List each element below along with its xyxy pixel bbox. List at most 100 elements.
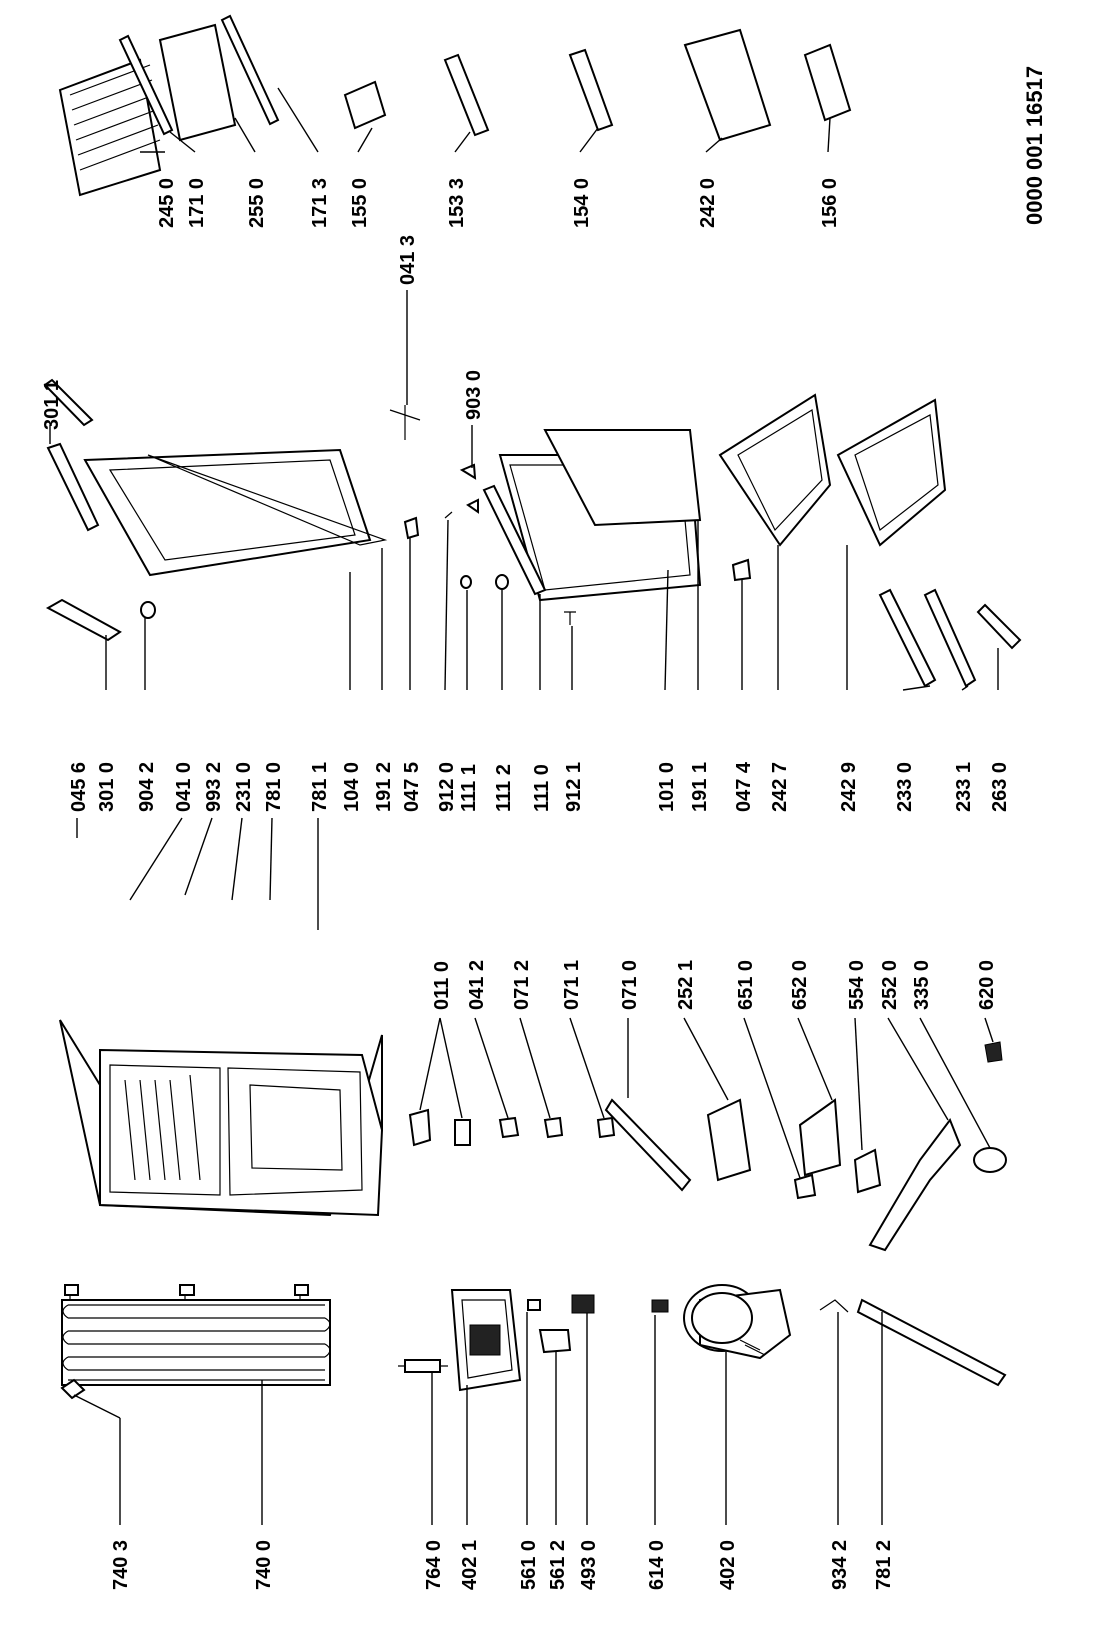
hinge-cover-drawing — [498, 1116, 520, 1139]
relay-housing-drawing — [450, 1289, 522, 1392]
part-label: 493 0 — [578, 1540, 600, 1590]
part-label: 101 0 — [656, 762, 678, 812]
part-label: 231 0 — [233, 762, 255, 812]
freezer-hinge-drawing — [731, 558, 752, 582]
part-label: 071 1 — [561, 960, 583, 1010]
pipe-clip-drawing — [819, 1299, 849, 1313]
part-label: 104 0 — [341, 762, 363, 812]
wire-shelf-drawing — [58, 58, 162, 197]
connector-drawing — [571, 1294, 595, 1314]
part-label: 740 0 — [253, 1540, 275, 1590]
part-label: 561 0 — [518, 1540, 540, 1590]
part-label: 263 0 — [989, 762, 1011, 812]
part-label: 111 1 — [458, 764, 480, 812]
screw-cap-drawing — [140, 601, 156, 619]
part-label: 252 1 — [675, 960, 697, 1010]
foot-drawing — [596, 1116, 616, 1139]
fridge-door-drawing — [498, 429, 702, 602]
thermostat-drawing — [853, 1148, 882, 1194]
part-label: 153 3 — [446, 178, 468, 228]
door-hinge-drawing — [403, 516, 420, 540]
switch-drawing — [984, 1041, 1003, 1063]
part-label: 335 0 — [911, 960, 933, 1010]
lamp-bracket-drawing — [459, 463, 477, 480]
ice-tray-drawing — [803, 43, 852, 122]
control-panel-drawing — [868, 1117, 962, 1252]
part-label: 781 2 — [873, 1540, 895, 1590]
door-trim-drawing — [482, 484, 547, 596]
part-label: 041 3 — [397, 235, 419, 285]
part-label: 233 0 — [894, 762, 916, 812]
part-label: 041 2 — [466, 960, 488, 1010]
part-label: 651 0 — [735, 960, 757, 1010]
part-label: 071 2 — [511, 960, 533, 1010]
guide-drawing — [976, 603, 1022, 650]
glass-shelf-drawing — [158, 23, 237, 142]
part-label: 242 0 — [697, 178, 719, 228]
part-label: 561 2 — [547, 1540, 569, 1590]
door-strip-upper-drawing — [46, 442, 100, 532]
part-label: 245 0 — [156, 178, 178, 228]
part-label: 041 0 — [173, 762, 195, 812]
part-label: 233 1 — [953, 762, 975, 812]
cable-clip-drawing — [527, 1299, 541, 1311]
freezer-drawer-drawing — [836, 398, 947, 547]
lamp-drawing — [793, 1173, 817, 1200]
door-seal-strip-drawing — [43, 378, 94, 427]
part-label: 111 0 — [531, 764, 553, 812]
part-label: 255 0 — [246, 178, 268, 228]
part-label: 154 0 — [571, 178, 593, 228]
door-bin-large-drawing — [683, 28, 772, 142]
shelf-trim-drawing — [118, 34, 174, 136]
part-label: 252 0 — [879, 960, 901, 1010]
control-board-drawing — [798, 1098, 842, 1177]
dryer-filter-drawing — [398, 1359, 448, 1373]
part-label: 993 2 — [203, 762, 225, 812]
part-label: 402 0 — [717, 1540, 739, 1590]
lamp-cover-drawing — [706, 1098, 752, 1182]
leg-drawing — [543, 1116, 564, 1139]
condenser-coil-drawing — [61, 1284, 331, 1386]
door-bin-bottle-drawing — [568, 48, 614, 132]
drawer-rail-right-drawing — [923, 588, 977, 688]
part-label: 156 0 — [819, 178, 841, 228]
part-label: 191 1 — [689, 762, 711, 812]
hinge-drawing — [408, 1108, 432, 1147]
part-label: 934 2 — [829, 1540, 851, 1590]
part-label: 111 2 — [493, 764, 515, 812]
bracket-upper-drawing — [466, 498, 479, 514]
part-label: 912 0 — [436, 762, 458, 812]
plug-drawing — [495, 574, 509, 590]
part-label: 242 9 — [838, 762, 860, 812]
door-bin-small-drawing — [443, 53, 490, 137]
part-label: 781 0 — [263, 762, 285, 812]
freezer-door-drawing — [83, 448, 388, 577]
egg-tray-drawing — [343, 80, 387, 130]
part-label: 191 2 — [373, 762, 395, 812]
kickplate-drawing — [604, 1098, 692, 1192]
part-label: 781 1 — [309, 762, 331, 812]
crisper-drawer-drawing — [718, 393, 832, 547]
part-label: 554 0 — [846, 960, 868, 1010]
pin-drawing — [564, 611, 576, 625]
part-label: 155 0 — [349, 178, 371, 228]
part-label: 620 0 — [976, 960, 998, 1010]
grommet-drawing — [651, 1299, 669, 1313]
door-strip-drawing — [45, 598, 122, 642]
drawer-rail-left-drawing — [878, 588, 937, 688]
screw-drawing — [444, 511, 453, 519]
small-plug-drawing — [460, 575, 472, 589]
part-label: 047 5 — [401, 762, 423, 812]
part-label: 242 7 — [769, 762, 791, 812]
terminal-block-drawing — [538, 1329, 572, 1354]
part-label: 045 6 — [68, 762, 90, 812]
base-rail-drawing — [856, 1298, 1007, 1387]
part-label: 912 1 — [563, 762, 585, 812]
document-number: 0000 001 16517 — [1022, 66, 1047, 225]
part-label: 903 0 — [463, 370, 485, 420]
part-label: 652 0 — [789, 960, 811, 1010]
compressor-drawing — [683, 1284, 792, 1360]
part-label: 071 0 — [619, 960, 641, 1010]
part-label: 171 3 — [309, 178, 331, 228]
